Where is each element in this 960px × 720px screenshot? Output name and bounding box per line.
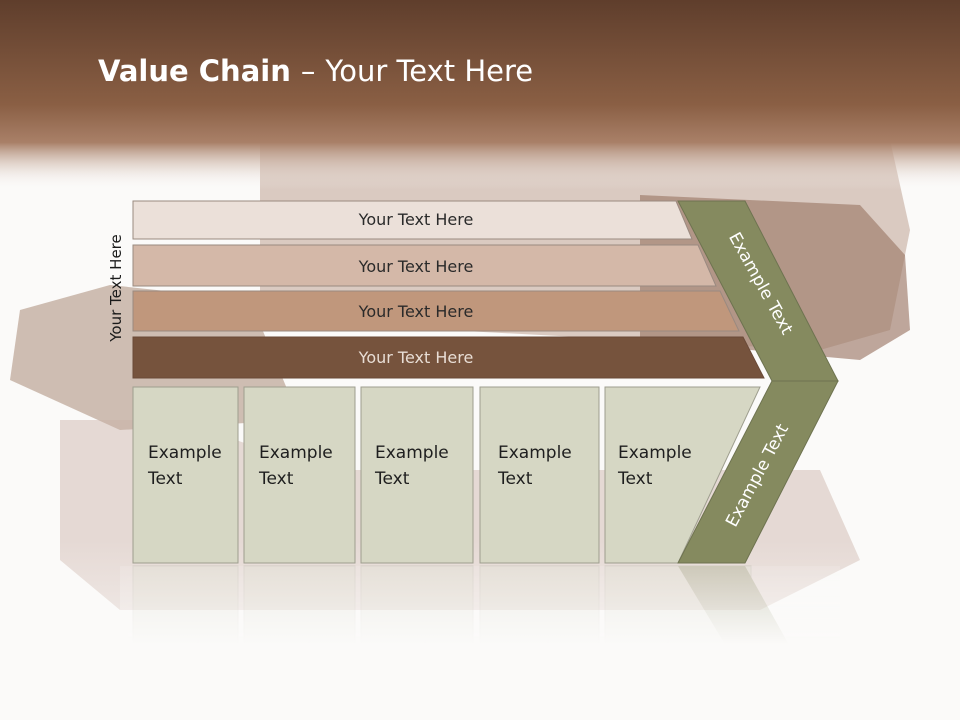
- bar-4-label: Your Text Here: [358, 348, 474, 367]
- column-1: [132, 386, 239, 564]
- column-3: [360, 386, 474, 564]
- columns-group: [132, 386, 761, 564]
- column-2-text: Example Text: [259, 443, 333, 489]
- column-3-text: Example Text: [375, 443, 449, 489]
- bar-2-label: Your Text Here: [358, 257, 474, 276]
- column-2: [243, 386, 356, 564]
- slide-title: Value Chain–Your Text Here: [98, 54, 533, 88]
- title-bold: Value Chain: [98, 54, 291, 88]
- bars-group: Your Text Here Your Text Here Your Text …: [132, 200, 765, 379]
- bar-2: [132, 244, 717, 287]
- bar-3-label: Your Text Here: [358, 302, 474, 321]
- bar-1: [132, 200, 693, 240]
- title-separator: –: [300, 54, 316, 88]
- column-4: [479, 386, 600, 564]
- bar-4: [132, 336, 765, 379]
- column-1-text: Example Text: [148, 443, 222, 489]
- bar-3: [132, 290, 740, 332]
- column-4-text: Example Text: [498, 443, 572, 489]
- bar-1-label: Your Text Here: [358, 210, 474, 229]
- title-rest: Your Text Here: [325, 54, 534, 88]
- chevron-lower: [677, 380, 839, 564]
- column-5-text: Example Text: [618, 443, 692, 489]
- chevron-group: Example Text Example Text: [677, 200, 839, 564]
